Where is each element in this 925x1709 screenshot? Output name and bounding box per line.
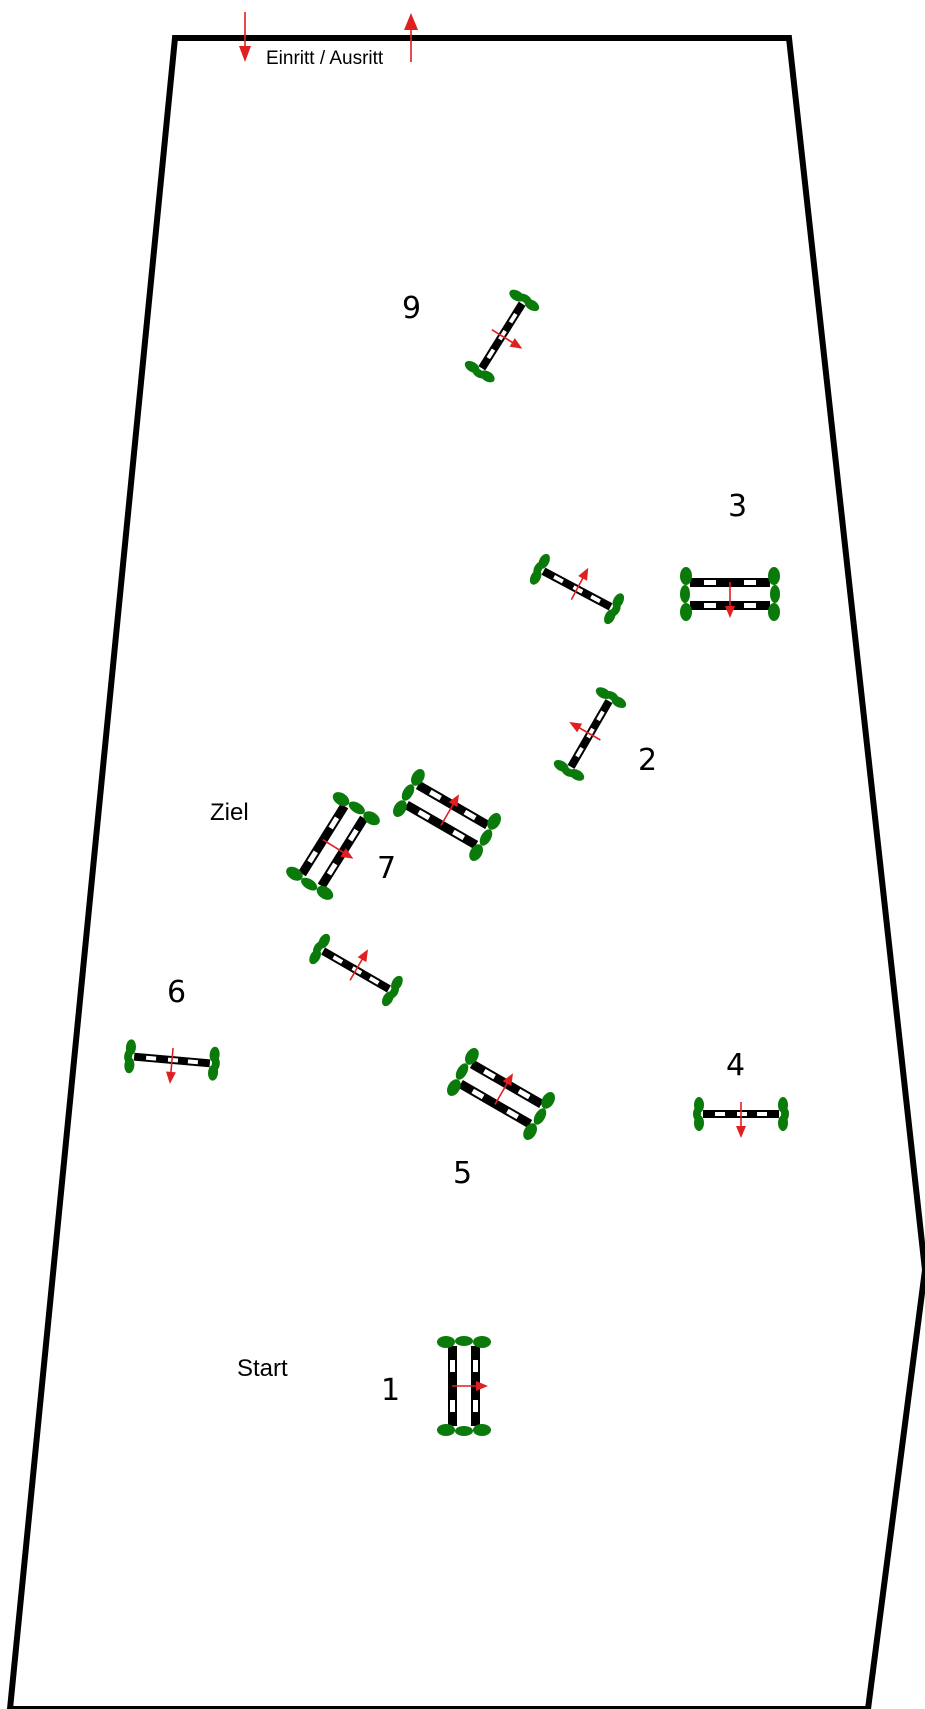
- obstacle-1-number: 1: [381, 1373, 400, 1408]
- obstacle-unnumbered-c: [305, 931, 407, 1009]
- obstacle-7: [283, 789, 383, 903]
- obstacle-3: [680, 567, 780, 621]
- obstacle-2: [551, 683, 629, 785]
- obstacle-5-number: 5: [453, 1156, 472, 1191]
- exit-arrow: [404, 13, 418, 62]
- obstacle-7-number: 7: [377, 851, 396, 886]
- obstacle-6: [122, 1038, 222, 1086]
- obstacle-4-number: 4: [726, 1048, 745, 1083]
- obstacle-2-number: 2: [638, 743, 657, 778]
- obstacle-6-number: 6: [167, 975, 186, 1010]
- obstacle-4: [693, 1097, 789, 1139]
- obstacle-unnumbered-b: [390, 766, 504, 864]
- finish-label: Ziel: [210, 799, 249, 826]
- start-label: Start: [237, 1355, 288, 1382]
- obstacle-3-number: 3: [728, 489, 747, 524]
- obstacle-1: [437, 1336, 491, 1436]
- obstacle-9-number: 9: [402, 291, 421, 326]
- obstacle-9: [462, 286, 542, 386]
- entry-exit-label: Einritt / Ausritt: [266, 48, 384, 69]
- obstacle-unnumbered-a: [526, 551, 628, 627]
- entry-arrow: [239, 12, 251, 62]
- obstacle-5: [444, 1045, 558, 1143]
- arena-border: [6, 35, 925, 1709]
